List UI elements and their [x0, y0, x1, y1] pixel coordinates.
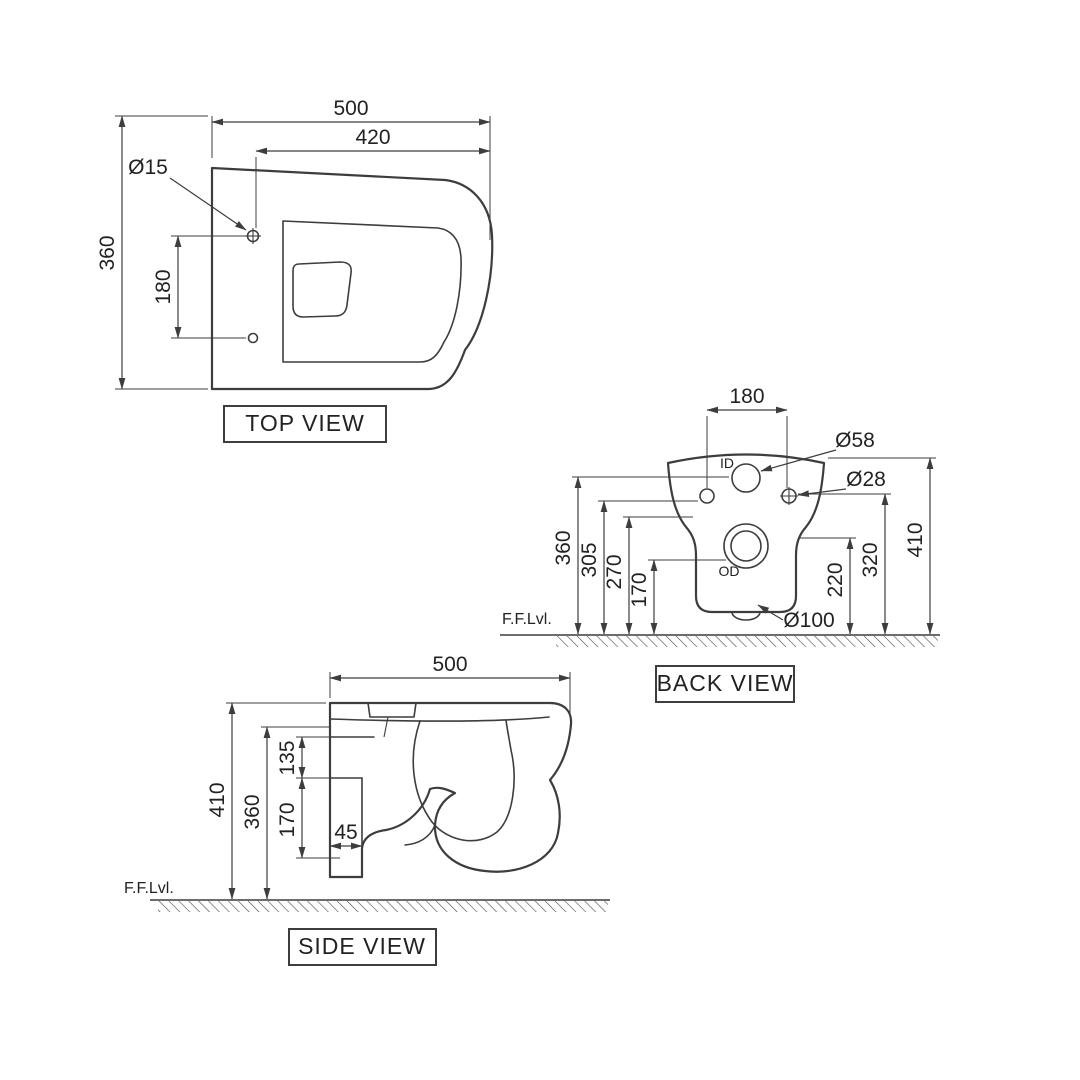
dim-label-outlet-dia: Ø100 [783, 609, 834, 632]
dim-label-seat-width: 420 [355, 126, 390, 149]
dim-label-h270: 270 [603, 554, 626, 589]
floor-level-label: F.F.Lvl. [502, 611, 552, 628]
dim-overall-width: 500 [211, 97, 491, 240]
pan-back-outline [666, 453, 826, 614]
dim-bolt-spacing: 180 [706, 385, 788, 488]
bowl-interior-line [412, 719, 515, 842]
back-view-title: BACK VIEW [655, 665, 795, 703]
dim-label-hinge-hole-dia: Ø15 [128, 156, 168, 179]
title-box [288, 928, 437, 966]
side-view: 500 410 360 135 170 45 F.F.Lvl. [124, 653, 610, 966]
floor-level-side: F.F.Lvl. [124, 880, 610, 912]
dim-back-h320: 320 [798, 493, 891, 635]
dim-side-length: 500 [329, 653, 571, 716]
pan-outline [210, 166, 494, 391]
dim-label-depth: 360 [96, 235, 119, 270]
dim-label-inlet-dia: Ø58 [835, 429, 875, 452]
dim-label-h170: 170 [628, 572, 651, 607]
trap-interior-line [404, 824, 436, 846]
dim-back-h170: 170 [628, 559, 726, 635]
hinge-hole-bottom [247, 332, 259, 344]
dim-back-h270: 270 [603, 516, 693, 635]
dim-side-offset45: 45 [329, 821, 363, 850]
dim-label-hinge-spacing: 180 [152, 269, 175, 304]
title-text: TOP VIEW [245, 410, 365, 436]
title-box [655, 665, 795, 703]
dim-outlet-dia: Ø100 [757, 604, 835, 632]
dim-back-h360: 360 [552, 476, 729, 635]
dim-label-h360: 360 [241, 794, 264, 829]
back-view: ID OD 180 Ø58 Ø28 Ø100 360 [500, 385, 940, 703]
outlet-inner-circle [730, 530, 762, 562]
top-view-title: TOP VIEW [223, 405, 387, 443]
hinge-detail-line [383, 716, 389, 738]
title-text: SIDE VIEW [298, 933, 426, 959]
dim-label-h410: 410 [904, 522, 927, 557]
side-view-title: SIDE VIEW [288, 928, 437, 966]
floor-level-back: F.F.Lvl. [500, 611, 940, 647]
title-box [223, 405, 387, 443]
dim-label-offset45: 45 [334, 821, 357, 844]
dim-side-h170: 170 [276, 777, 340, 859]
fixing-hole-left [699, 488, 715, 504]
seat-line [329, 716, 550, 722]
ground-hatching [158, 901, 608, 912]
dim-fixing-hole-dia: Ø28 [797, 468, 886, 498]
leader-line [169, 177, 247, 231]
dim-hinge-hole-dia: Ø15 [128, 156, 247, 231]
dim-label-h305: 305 [578, 542, 601, 577]
dim-label-h360: 360 [552, 530, 575, 565]
dim-side-h410: 410 [206, 702, 326, 900]
top-view: 500 420 Ø15 360 180 TOP VIEW [96, 97, 494, 443]
outlet-outer-circle [723, 523, 769, 569]
hinge-detail [367, 702, 417, 718]
floor-level-label: F.F.Lvl. [124, 880, 174, 897]
dim-label-h320: 320 [859, 542, 882, 577]
dim-inlet-dia: Ø58 [760, 429, 875, 472]
dim-depth: 360 [96, 115, 208, 390]
dim-label-h170: 170 [276, 802, 299, 837]
dim-back-h410: 410 [828, 457, 936, 635]
dim-label-fixing-hole-dia: Ø28 [846, 468, 886, 491]
inlet-marker-label: ID [720, 455, 734, 471]
dim-label-length: 500 [432, 653, 467, 676]
outlet-marker-label: OD [719, 563, 740, 579]
dim-seat-width: 420 [255, 126, 491, 228]
dim-hinge-spacing: 180 [152, 235, 246, 339]
dim-side-h135: 135 [276, 736, 330, 779]
seat-ring-outline [282, 220, 462, 363]
ground-hatching [556, 636, 938, 647]
dim-label-h135: 135 [276, 740, 299, 775]
inlet-hole [731, 463, 761, 493]
dim-label-h220: 220 [824, 562, 847, 597]
leader-line [757, 604, 784, 621]
dim-side-h360: 360 [241, 726, 330, 900]
dim-label-width: 500 [333, 97, 368, 120]
dim-back-h305: 305 [578, 500, 698, 635]
dim-label-bolt-spacing: 180 [729, 385, 764, 408]
dim-back-h220: 220 [799, 537, 856, 635]
title-text: BACK VIEW [657, 670, 794, 696]
pan-side-outline [328, 701, 573, 879]
leader-line [760, 449, 837, 472]
outlet-spigot [731, 611, 761, 621]
flush-opening-outline [292, 261, 352, 318]
dim-label-h410: 410 [206, 782, 229, 817]
